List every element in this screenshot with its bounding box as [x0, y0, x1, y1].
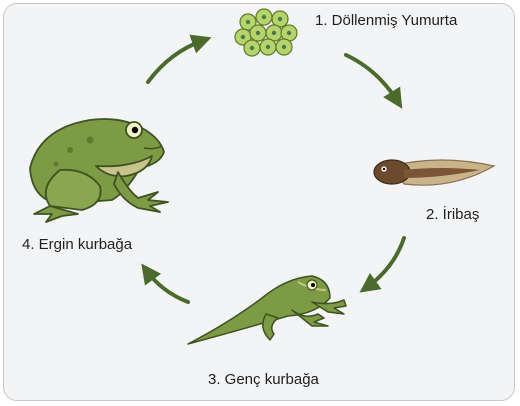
adult-frog-icon	[30, 119, 168, 222]
young-frog-icon	[188, 276, 346, 344]
stage-label-tadpole: 2. İribaş	[426, 206, 479, 223]
stage-label-fertilized-egg: 1. Döllenmiş Yumurta	[315, 12, 457, 29]
tadpole-icon	[374, 160, 494, 185]
cycle-arrow-2	[346, 55, 398, 102]
stage-label-young-frog: 3. Genç kurbağa	[208, 371, 319, 388]
cycle-arrow-1	[148, 40, 204, 82]
cycle-arrow-4	[146, 270, 188, 302]
cycle-arrow-3	[366, 238, 404, 288]
egg-cluster-icon	[235, 9, 297, 56]
stage-label-adult-frog: 4. Ergin kurbağa	[22, 236, 132, 253]
